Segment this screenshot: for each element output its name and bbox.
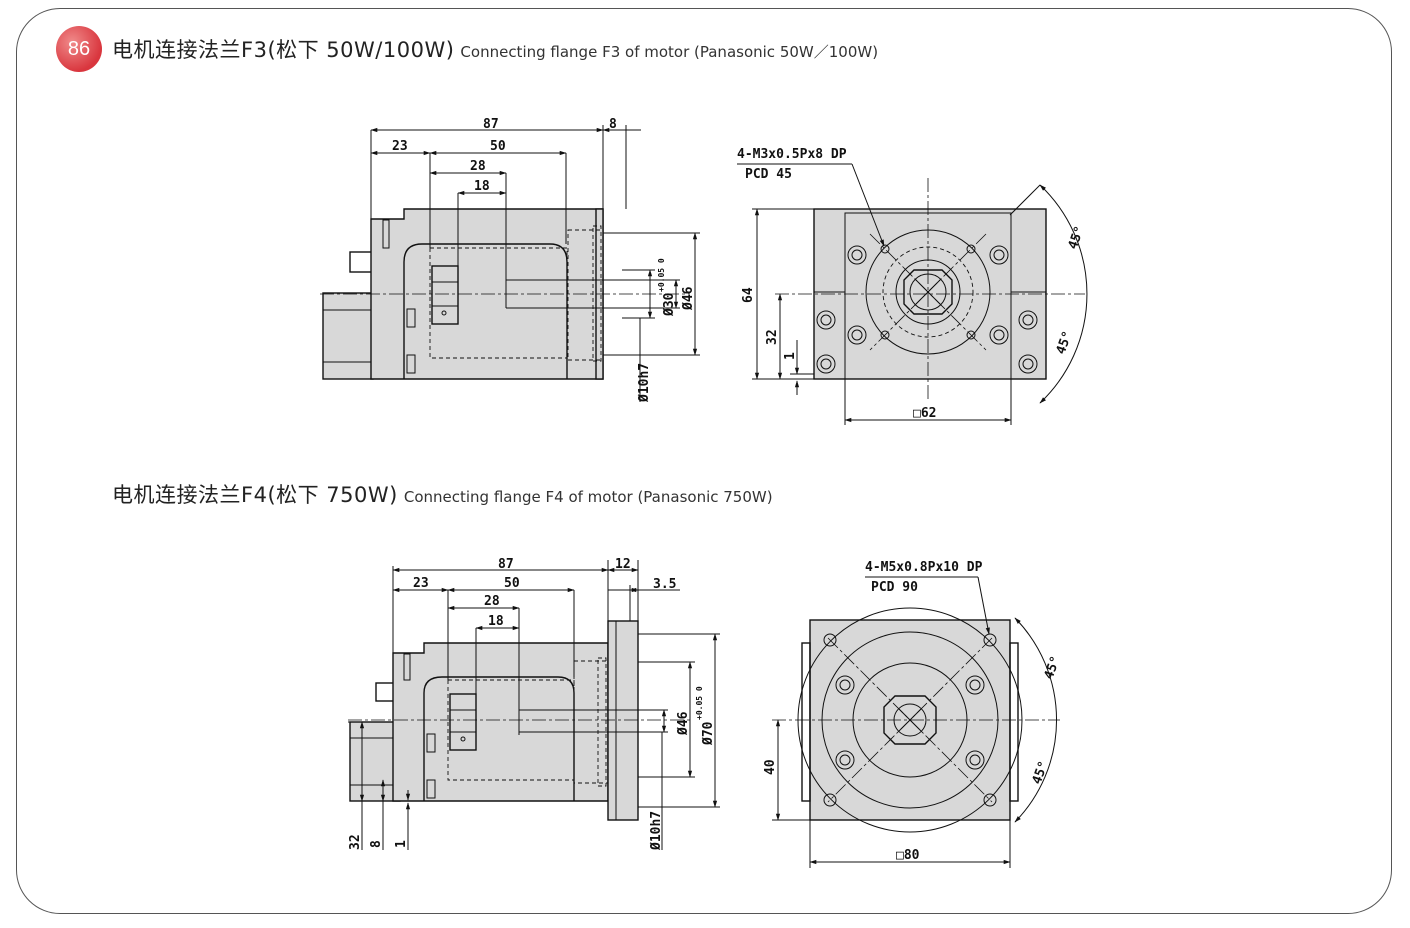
f4-front-view: 4-M5x0.8Px10 DP PCD 90 40 □80 45° 45° xyxy=(763,560,1064,868)
f3-dim-23: 23 xyxy=(392,139,408,154)
f3-dim-d30: Ø30 xyxy=(662,292,677,317)
f4-dim-d46: Ø46 xyxy=(676,711,691,736)
f4-dim-18: 18 xyxy=(488,614,504,629)
title-en: Connecting flange F3 of motor (Panasonic… xyxy=(460,43,879,61)
f3-dim-87: 87 xyxy=(483,117,499,132)
f3-dim-64: 64 xyxy=(741,287,756,303)
f3-side-view: 87 8 23 50 28 18 Ø46 Ø30 +0.05 0 Ø10h7 xyxy=(320,117,700,403)
f4-dim-sq80: □80 xyxy=(896,848,920,863)
f4-dim-87: 87 xyxy=(498,557,514,572)
f4-dim-3-5: 3.5 xyxy=(653,577,676,592)
f4-dim-d70-tol: +0.05 0 xyxy=(695,686,704,720)
page-frame xyxy=(16,8,1392,914)
f4-dim-8: 8 xyxy=(369,840,384,848)
f4-dim-50: 50 xyxy=(504,576,520,591)
f4-dim-d10h7: Ø10h7 xyxy=(649,811,664,851)
f4-angle-top: 45° xyxy=(1042,654,1064,681)
page-number-badge: 86 xyxy=(56,26,102,72)
f4-hole-note: 4-M5x0.8Px10 DP xyxy=(865,560,983,575)
f3-dim-d46: Ø46 xyxy=(681,286,696,311)
f3-dim-32: 32 xyxy=(765,329,780,345)
f3-dim-28: 28 xyxy=(470,159,486,174)
f4-dim-1: 1 xyxy=(394,840,409,848)
f4-dim-12: 12 xyxy=(615,557,631,572)
f3-front-view: 4-M3x0.5Px8 DP PCD 45 64 32 1 □62 45° 45… xyxy=(737,147,1088,425)
f4-dim-40: 40 xyxy=(763,759,778,775)
title-en: Connecting flange F4 of motor (Panasonic… xyxy=(403,488,773,506)
f3-dim-d30-tol: +0.05 0 xyxy=(657,258,666,292)
f4-dim-23: 23 xyxy=(413,576,429,591)
f3-dim-50: 50 xyxy=(490,139,506,154)
f3-dim-sq62: □62 xyxy=(913,406,936,421)
section-title-f3: 电机连接法兰F3(松下 50W/100W) Connecting flange F… xyxy=(112,34,878,64)
title-cn: 电机连接法兰F3(松下 50W/100W) xyxy=(112,38,455,62)
f4-dim-28: 28 xyxy=(484,594,500,609)
f3-hole-note: 4-M3x0.5Px8 DP xyxy=(737,147,847,162)
f3-dim-1: 1 xyxy=(783,352,798,360)
f3-pcd-note: PCD 45 xyxy=(745,167,792,182)
f4-angle-bottom: 45° xyxy=(1030,759,1052,786)
f3-dim-8: 8 xyxy=(609,117,617,132)
f4-side-view: 87 12 3.5 23 50 28 18 Ø70 +0.05 0 Ø46 Ø1… xyxy=(348,557,720,851)
section-title-f4: 电机连接法兰F4(松下 750W) Connecting flange F4 of… xyxy=(112,479,773,509)
f4-dim-32: 32 xyxy=(348,834,363,850)
f3-dim-d10h7: Ø10h7 xyxy=(637,363,652,403)
title-cn: 电机连接法兰F4(松下 750W) xyxy=(112,483,398,507)
f3-angle-top: 45° xyxy=(1066,224,1088,251)
f4-pcd-note: PCD 90 xyxy=(871,580,918,595)
f3-angle-bottom: 45° xyxy=(1054,329,1076,356)
f4-dim-d70: Ø70 xyxy=(701,721,716,746)
f3-dim-18: 18 xyxy=(474,179,490,194)
